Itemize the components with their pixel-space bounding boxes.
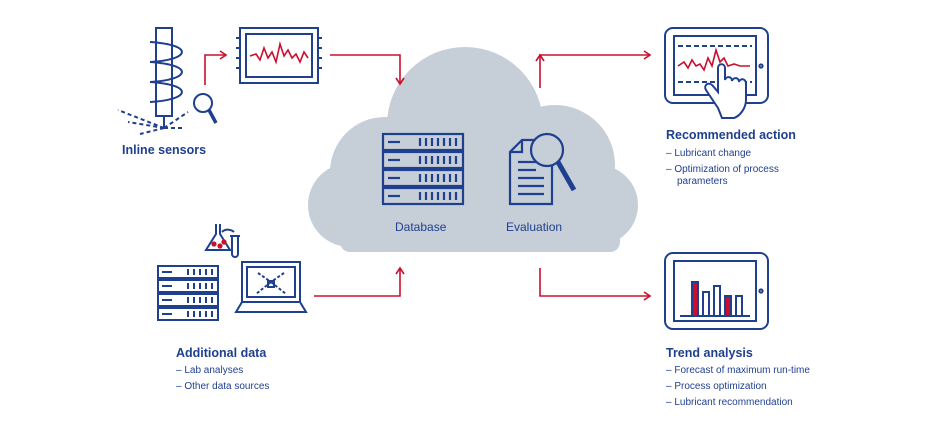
monitor-graph-icon xyxy=(236,27,322,84)
flask-icon xyxy=(204,224,240,258)
list-item: – Process optimization xyxy=(666,381,767,392)
document-magnifier-icon xyxy=(508,132,577,206)
database-server-icon xyxy=(381,132,465,206)
evaluation-label: Evaluation xyxy=(506,220,563,234)
database-label: Database xyxy=(395,220,447,234)
trend-analysis-title: Trend analysis xyxy=(666,346,753,360)
magnifier-icon xyxy=(193,93,218,124)
server-icon xyxy=(157,265,219,321)
list-item: – Lab analyses xyxy=(176,365,244,376)
inline-sensors-title: Inline sensors xyxy=(122,143,207,157)
list-item: – Other data sources xyxy=(176,381,270,392)
connector-arrows xyxy=(204,50,652,301)
list-item: – Optimization of process xyxy=(666,164,779,175)
laptop-icon xyxy=(234,261,308,313)
trend-analysis-list: – Forecast of maximum run-time – Process… xyxy=(666,363,810,411)
additional-data-list: – Lab analyses – Other data sources xyxy=(176,363,269,395)
recommended-action-title: Recommended action xyxy=(666,128,796,142)
hand-pointer-icon xyxy=(704,63,747,119)
sensor-icon xyxy=(117,27,189,135)
list-item: parameters xyxy=(677,176,728,187)
list-item: – Forecast of maximum run-time xyxy=(666,365,810,376)
recommended-action-list: – Lubricant change – Optimization of pro… xyxy=(666,146,779,190)
cloud-shape xyxy=(308,47,638,252)
list-item: – Lubricant change xyxy=(666,148,752,159)
list-item: – Lubricant recommendation xyxy=(666,397,793,408)
tablet-barchart-icon xyxy=(664,252,769,330)
additional-data-title: Additional data xyxy=(176,346,267,360)
